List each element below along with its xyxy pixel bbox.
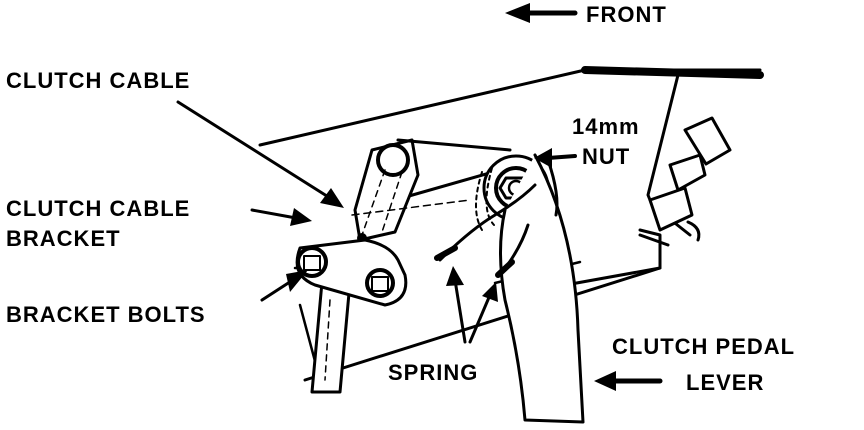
cable-run — [351, 138, 512, 216]
front-label: FRONT — [586, 2, 667, 27]
clutch-cable-label: CLUTCH CABLE — [6, 68, 190, 93]
cable-bracket-leader — [250, 208, 312, 226]
front-arrow — [505, 3, 578, 23]
cable-rod — [310, 280, 352, 394]
nut-label-line1: 14mm — [572, 114, 640, 139]
spring-label: SPRING — [388, 360, 478, 385]
bracket-bolts-leader — [260, 270, 308, 302]
pedal-lever-label-line2: LEVER — [686, 370, 764, 395]
nut-label-line2: NUT — [582, 144, 630, 169]
pedal-lever-label-line1: CLUTCH PEDAL — [612, 334, 795, 359]
bracket-bolts-label: BRACKET BOLTS — [6, 302, 206, 327]
push-rod — [638, 116, 732, 247]
spring — [434, 183, 537, 278]
cable-bracket-label-line2: BRACKET — [6, 226, 121, 251]
pedal-lever-leader — [594, 371, 663, 391]
nut-leader — [534, 148, 577, 168]
cable-bracket-label-line1: CLUTCH CABLE — [6, 196, 190, 221]
cable-bracket-plate — [295, 238, 408, 307]
clutch-cable-leader — [176, 100, 344, 208]
spring-leaders — [446, 266, 498, 344]
upper-link — [353, 138, 420, 243]
